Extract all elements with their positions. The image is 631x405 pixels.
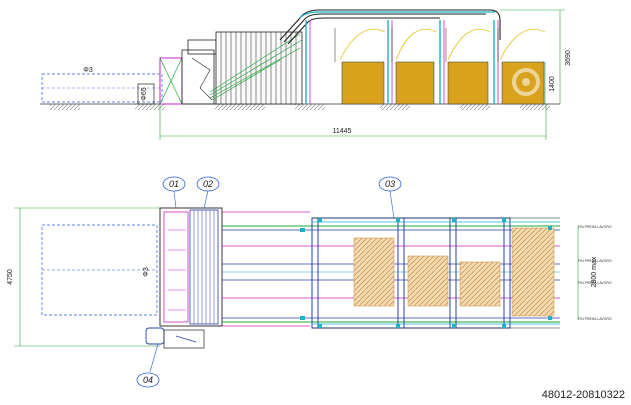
callout-03: 03 xyxy=(385,179,395,189)
side-note-4: FIN PRESA LAVORO xyxy=(578,317,612,321)
dim-left: Φ3 xyxy=(83,67,93,74)
dim-total-height: 3690 xyxy=(565,50,572,66)
reference-id: 48012-20810322 xyxy=(541,389,625,401)
dim-left-small: Φ65 xyxy=(141,87,148,100)
dim-overall-length: 11445 xyxy=(333,128,352,135)
dim-width: 4750 xyxy=(7,269,14,285)
dim-conveyor-width: 2800 max xyxy=(591,256,598,287)
plan-view: 4750 2800 max Φ3 xyxy=(7,176,612,388)
dim-bin-height: 1400 xyxy=(549,76,556,92)
callout-04: 04 xyxy=(143,375,153,385)
callout-01: 01 xyxy=(169,179,179,189)
side-note-3: FIN PRESA LAVORO xyxy=(578,281,612,285)
side-note-2: FIN PRESA LAVORO xyxy=(578,259,612,263)
bin-1 xyxy=(341,61,385,105)
bin-2 xyxy=(395,61,435,105)
callout-02: 02 xyxy=(203,179,213,189)
dim-plan-left: Φ3 xyxy=(143,267,150,277)
gear-icon xyxy=(512,68,540,96)
side-note-1: FIN PRESA LAVORO xyxy=(578,225,612,229)
bin-3 xyxy=(447,61,489,105)
side-view: 11445 3690 1400 Φ3 Φ65 xyxy=(40,9,572,140)
